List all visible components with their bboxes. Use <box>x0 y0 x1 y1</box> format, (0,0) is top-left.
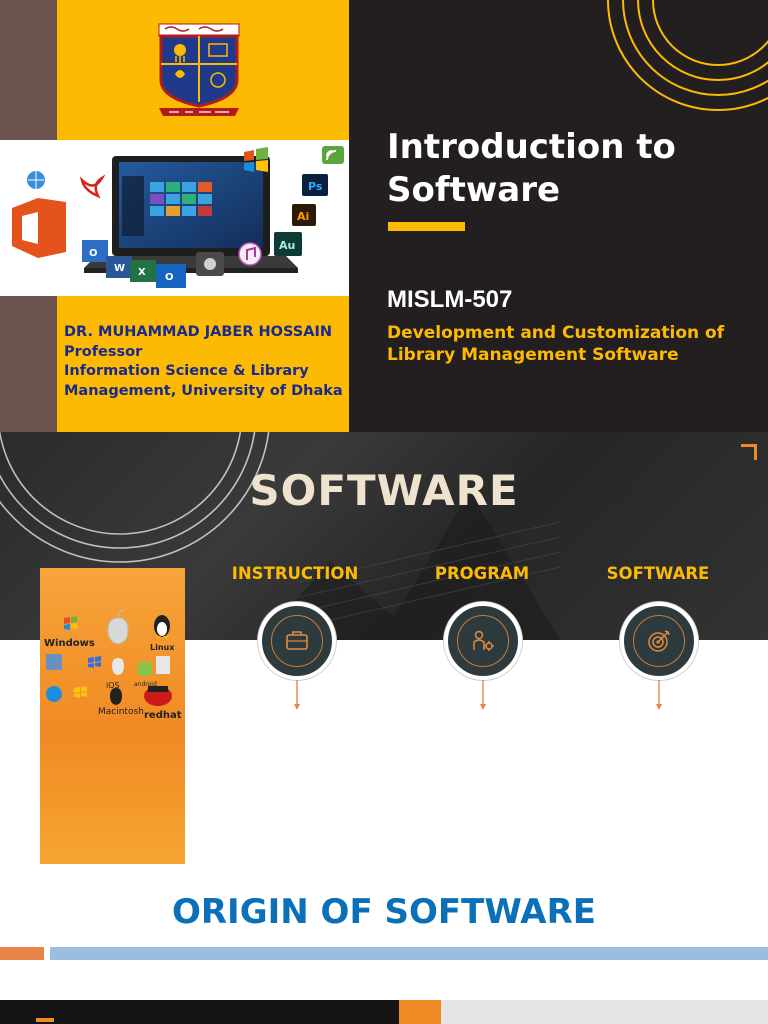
grey-block <box>441 1000 768 1024</box>
arrow-down-icon <box>656 680 662 710</box>
decorative-arcs <box>607 0 768 111</box>
svg-text:O: O <box>165 272 174 283</box>
svg-text:Ps: Ps <box>308 180 323 193</box>
svg-text:O: O <box>89 248 98 259</box>
target-icon <box>648 630 670 652</box>
svg-text:Ai: Ai <box>297 210 309 223</box>
slide-title: Introduction to Software <box>387 127 676 210</box>
title-slide: Ps Ai Au O W X O <box>0 0 768 432</box>
slide-title: ORIGIN OF SOFTWARE <box>171 892 597 932</box>
svg-text:Au: Au <box>279 239 295 252</box>
author-block: DR. MUHAMMAD JABER HOSSAIN Professor Inf… <box>64 323 349 401</box>
title-underline-bar <box>388 222 465 231</box>
author-department: Information Science & Library Management… <box>64 363 343 399</box>
orange-dash <box>36 1018 54 1022</box>
author-title: Professor <box>64 343 143 360</box>
orange-block <box>399 1000 441 1024</box>
briefcase-icon <box>286 631 308 650</box>
course-code: MISLM-507 <box>387 286 513 313</box>
os-logos-image: Windows Linux iOS android <box>40 568 185 864</box>
arrow-down-icon <box>480 680 486 710</box>
dark-block <box>0 1000 399 1024</box>
arrow-down-icon <box>294 680 300 710</box>
column-label-program: PROGRAM <box>434 564 530 583</box>
next-slide-strip <box>0 1000 768 1024</box>
svg-text:X: X <box>138 267 146 278</box>
os-label-redhat: redhat <box>144 710 182 721</box>
os-label-android: android <box>134 681 157 688</box>
corner-accent <box>741 444 757 460</box>
instruction-circle <box>258 602 336 680</box>
software-laptop-illustration: Ps Ai Au O W X O <box>0 140 349 296</box>
svg-text:W: W <box>114 263 125 274</box>
os-label-ios: iOS <box>106 681 120 690</box>
blue-accent-bar <box>50 947 768 960</box>
os-label-windows: Windows <box>44 638 95 649</box>
software-slide: SOFTWARE Windows <box>0 432 768 864</box>
author-name: DR. MUHAMMAD JABER HOSSAIN <box>64 324 332 340</box>
program-circle <box>444 602 522 680</box>
person-gear-icon <box>473 630 494 651</box>
column-label-instruction: INSTRUCTION <box>231 564 359 583</box>
origin-slide: ORIGIN OF SOFTWARE <box>0 864 768 1024</box>
column-label-software: SOFTWARE <box>606 564 710 583</box>
os-label-macintosh: Macintosh <box>98 707 144 717</box>
university-crest-logo <box>158 23 240 116</box>
slide-title: SOFTWARE <box>249 466 519 515</box>
os-label-linux: Linux <box>150 643 175 652</box>
orange-accent-bar <box>0 947 44 960</box>
course-name: Development and Customization of Library… <box>387 323 725 365</box>
software-circle <box>620 602 698 680</box>
